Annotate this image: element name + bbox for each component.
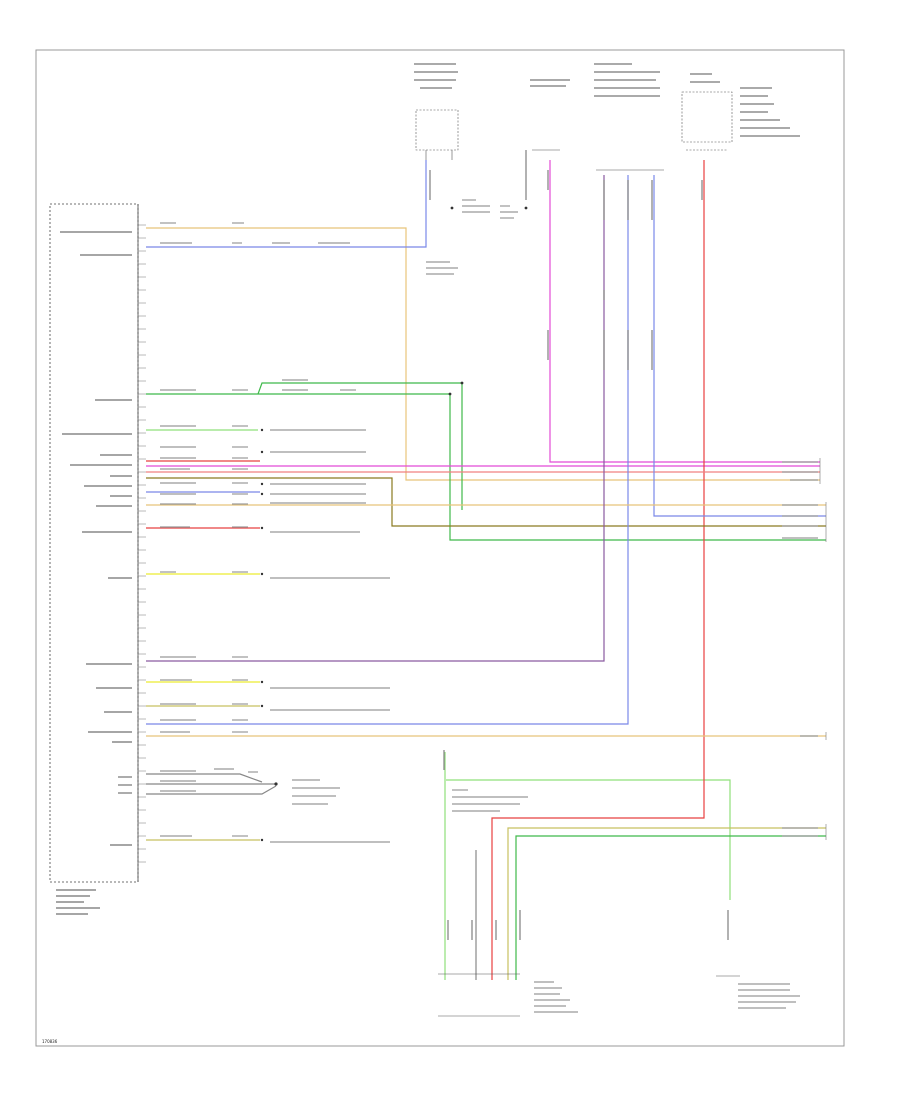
top-connector-1 — [415, 109, 459, 160]
wire-gray-splice — [146, 773, 477, 980]
wire-green-main — [146, 382, 826, 541]
vertical-wire-labels — [429, 150, 729, 940]
diagram-border — [35, 49, 845, 1047]
powertrain-control-module — [49, 203, 139, 883]
wire-yellow-lower — [507, 827, 826, 980]
top-connector-labels — [414, 63, 800, 137]
wire-red-main — [146, 160, 705, 980]
wire-yellow — [146, 573, 260, 683]
right-terminal-ticks — [819, 458, 827, 840]
module-pin-labels — [56, 231, 132, 915]
wire-light-green — [146, 429, 731, 980]
wire-blue-2 — [146, 175, 826, 725]
wire-olive — [146, 477, 826, 527]
wire-green-lower — [515, 835, 826, 980]
wire-tan-2 — [146, 504, 826, 737]
wire-blue-1 — [146, 160, 427, 248]
wire-yellow-olive — [146, 705, 260, 841]
module-pin-ticks — [138, 224, 146, 863]
wire-labels — [160, 199, 818, 1013]
wire-magenta — [146, 160, 820, 467]
splice-points — [260, 206, 528, 842]
top-connector-4 — [681, 91, 733, 151]
bottom-connector-1 — [438, 973, 520, 1017]
wire-tan-1 — [146, 227, 820, 481]
wire-purple — [146, 175, 605, 662]
footer-code: 170836 — [42, 1039, 58, 1044]
